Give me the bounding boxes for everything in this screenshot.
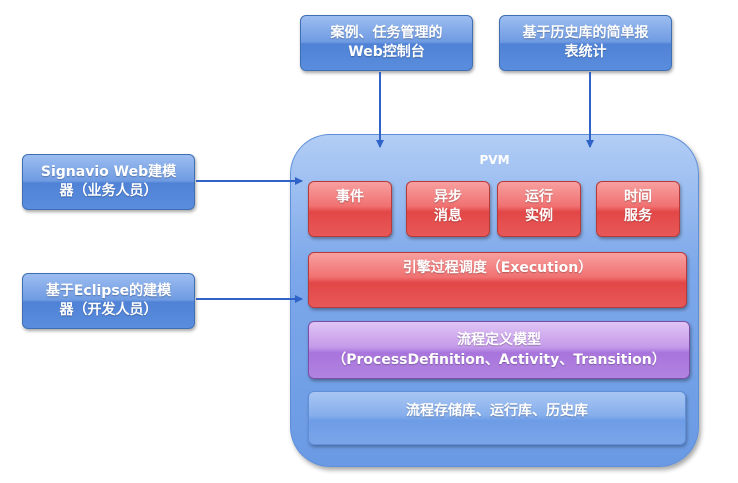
execution-label: 引擎过程调度（Execution）: [402, 260, 593, 276]
service-runtime-instance-line1: 运行: [525, 189, 553, 205]
service-event-box: 事件: [308, 181, 392, 237]
service-timer-box: 时间 服务: [596, 181, 680, 237]
signavio-modeler-line2: 器（业务人员）: [59, 183, 158, 199]
service-async-message-line2: 消息: [434, 208, 462, 224]
web-console-line1: 案例、任务管理的: [330, 25, 443, 41]
service-async-message-box: 异步 消息: [406, 181, 490, 237]
web-console-line2: Web控制台: [348, 44, 425, 60]
service-timer-line1: 时间: [624, 189, 652, 205]
service-timer-line2: 服务: [624, 208, 652, 224]
service-runtime-instance-box: 运行 实例: [497, 181, 581, 237]
process-definition-line2: （ProcessDefinition、Activity、Transition）: [332, 352, 666, 368]
service-event-line1: 事件: [336, 189, 364, 205]
eclipse-modeler-line1: 基于Eclipse的建模: [45, 283, 172, 299]
signavio-modeler-box: Signavio Web建模 器（业务人员）: [22, 154, 195, 210]
execution-box: 引擎过程调度（Execution）: [308, 252, 687, 308]
service-runtime-instance-line2: 实例: [525, 208, 553, 224]
storage-box: 流程存储库、运行库、历史库: [308, 391, 686, 445]
signavio-modeler-line1: Signavio Web建模: [40, 164, 177, 180]
process-definition-line1: 流程定义模型: [457, 332, 541, 348]
web-console-box: 案例、任务管理的 Web控制台: [300, 15, 473, 71]
process-definition-box: 流程定义模型 （ProcessDefinition、Activity、Trans…: [308, 321, 690, 379]
history-report-line1: 基于历史库的简单报: [522, 25, 649, 41]
service-async-message-line1: 异步: [434, 189, 462, 205]
pvm-title: PVM: [479, 153, 510, 167]
history-report-line2: 表统计: [564, 44, 607, 60]
eclipse-modeler-box: 基于Eclipse的建模 器（开发人员）: [22, 273, 195, 329]
history-report-box: 基于历史库的简单报 表统计: [499, 15, 672, 71]
storage-label: 流程存储库、运行库、历史库: [406, 403, 588, 419]
eclipse-modeler-line2: 器（开发人员）: [59, 302, 158, 318]
